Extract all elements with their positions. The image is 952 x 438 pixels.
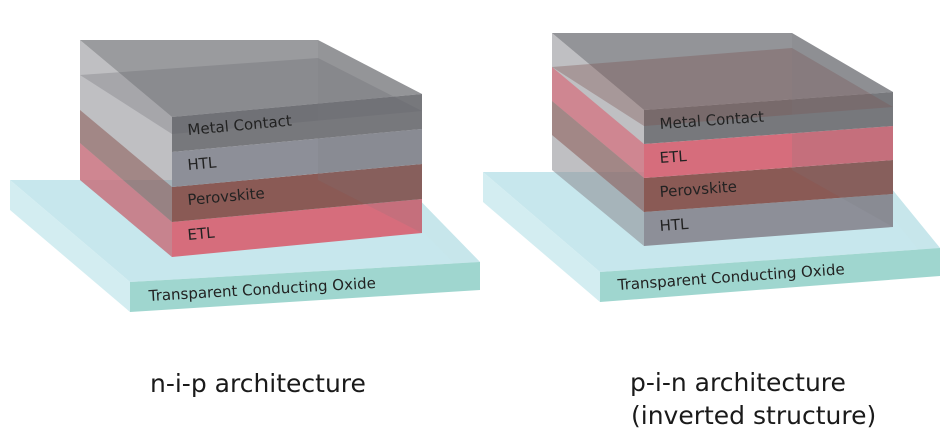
nip-caption: n-i-p architecture: [150, 369, 366, 398]
nip-substrate-left-side: [10, 180, 130, 312]
nip-left-side-etl: [80, 143, 172, 257]
nip-glass-right-side: [318, 40, 422, 233]
pin-perovskite-layer: [644, 160, 893, 212]
pin-left-side-etl: [552, 67, 644, 178]
nip-glass-top: [80, 40, 422, 117]
nip-stack: Transparent Conducting Oxide Metal Conta…: [10, 40, 480, 312]
pin-htl-label: HTL: [659, 215, 690, 235]
nip-metal-contact-layer: [172, 94, 422, 152]
pin-perovskite-label: Perovskite: [659, 178, 738, 201]
nip-htl-layer: [172, 129, 422, 187]
pin-htl-layer: [644, 194, 893, 246]
nip-etl-layer: [172, 199, 422, 257]
nip-htl-label: HTL: [187, 153, 218, 174]
pin-metal-contact-layer: [644, 92, 893, 144]
pin-etl-label: ETL: [659, 147, 688, 167]
pin-stack: Transparent Conducting Oxide Metal Conta…: [483, 33, 940, 302]
pin-glass-top: [552, 33, 893, 110]
nip-etl-label: ETL: [187, 224, 216, 244]
nip-perovskite-layer: [172, 164, 422, 222]
nip-left-side-perovskite: [80, 110, 172, 222]
pin-left-side-perovskite: [552, 101, 644, 212]
pin-substrate-left-side: [483, 172, 600, 302]
nip-substrate-front: [130, 262, 480, 312]
nip-glass-inner: [80, 58, 422, 134]
pin-etl-layer: [644, 126, 893, 178]
pin-glass-right-side: [792, 33, 893, 227]
pin-glass-inner: [552, 48, 893, 126]
pin-caption-line2: (inverted structure): [631, 401, 877, 430]
pin-substrate-front: [600, 248, 940, 302]
pin-caption-line1: p-i-n architecture: [630, 368, 846, 397]
